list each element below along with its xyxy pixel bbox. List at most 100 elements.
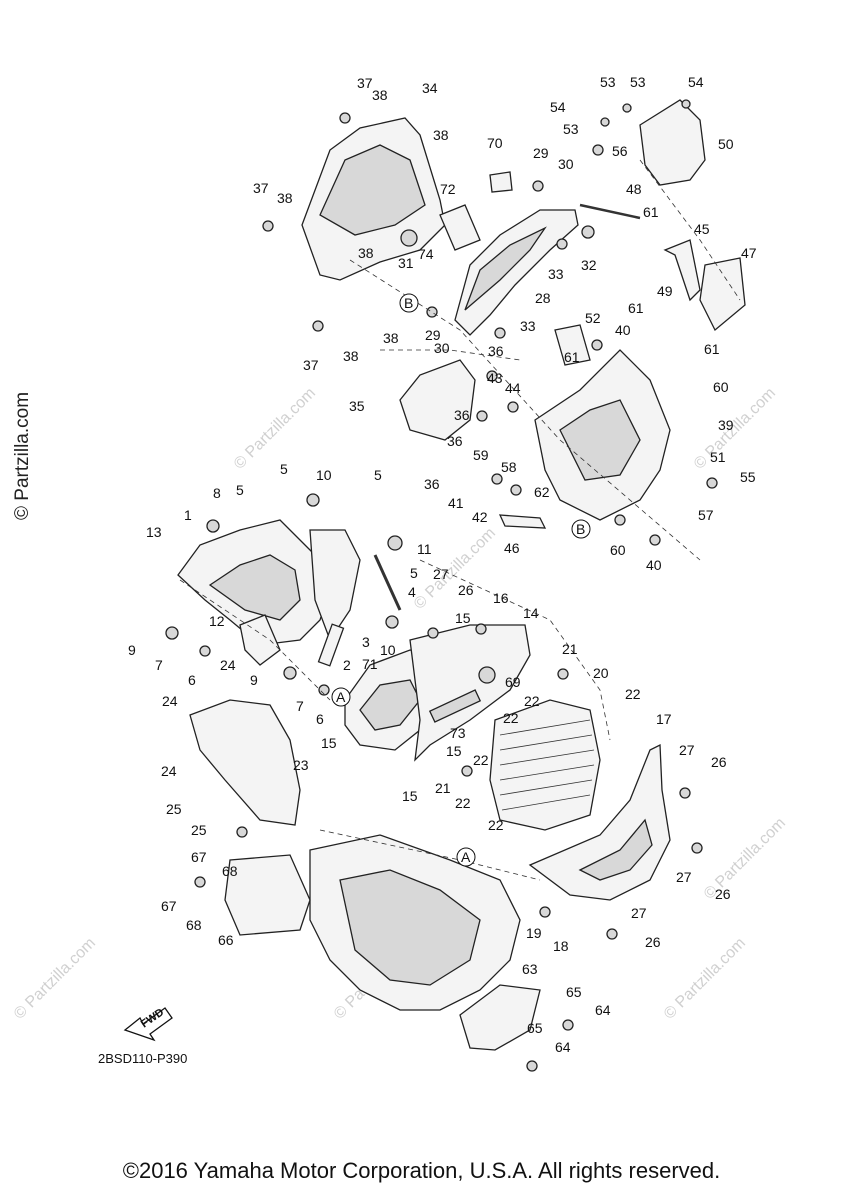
callout-32: 32 bbox=[581, 257, 597, 273]
callout-26: 26 bbox=[711, 754, 727, 770]
marker-b: B bbox=[576, 521, 585, 537]
copyright-notice: ©2016 Yamaha Motor Corporation, U.S.A. A… bbox=[122, 1158, 721, 1183]
callout-27: 27 bbox=[676, 869, 692, 885]
callout-40: 40 bbox=[646, 557, 662, 573]
callout-5: 5 bbox=[236, 482, 244, 498]
callout-25: 25 bbox=[166, 801, 182, 817]
callout-23: 23 bbox=[293, 757, 309, 773]
callout-52: 52 bbox=[585, 310, 601, 326]
callout-8: 8 bbox=[213, 485, 221, 501]
callout-63: 63 bbox=[522, 961, 538, 977]
side-cover bbox=[454, 209, 579, 336]
stay-4 bbox=[309, 529, 361, 642]
callout-49: 49 bbox=[657, 283, 673, 299]
callout-28: 28 bbox=[535, 290, 551, 306]
callout-29: 29 bbox=[425, 327, 441, 343]
callout-24: 24 bbox=[161, 763, 177, 779]
callout-14: 14 bbox=[523, 605, 539, 621]
callout-33: 33 bbox=[520, 318, 536, 334]
center-panel-recess bbox=[559, 399, 641, 481]
marker-b-circle bbox=[571, 519, 591, 539]
callout-38: 38 bbox=[358, 245, 374, 261]
callout-11: 11 bbox=[417, 541, 432, 557]
callout-72: 72 bbox=[440, 181, 456, 197]
reference-markers: B B A A bbox=[331, 293, 591, 867]
callout-31: 31 bbox=[398, 255, 414, 271]
callout-29: 29 bbox=[533, 145, 549, 161]
callout-60: 60 bbox=[713, 379, 729, 395]
upper-inner-panel-recess bbox=[319, 144, 426, 236]
callout-38: 38 bbox=[372, 87, 388, 103]
emblem-73 bbox=[428, 689, 482, 723]
callout-74: 74 bbox=[418, 246, 434, 262]
callout-67: 67 bbox=[161, 898, 177, 914]
callout-27: 27 bbox=[679, 742, 695, 758]
watermark-vertical: © Partzilla.com bbox=[12, 392, 33, 520]
callout-21: 21 bbox=[435, 780, 451, 796]
callout-58: 58 bbox=[501, 459, 517, 475]
watermark-tile: © Partzilla.com bbox=[231, 385, 319, 473]
part-12 bbox=[239, 614, 281, 666]
callout-53: 53 bbox=[600, 74, 616, 90]
lower-cover bbox=[189, 699, 301, 826]
lower-front-cowl-opening bbox=[578, 818, 653, 881]
callout-55: 55 bbox=[740, 469, 756, 485]
radiator-grill bbox=[489, 699, 601, 831]
callout-61: 61 bbox=[704, 341, 720, 357]
callout-34: 34 bbox=[422, 80, 438, 96]
callout-13: 13 bbox=[146, 524, 162, 540]
callout-48: 48 bbox=[626, 181, 642, 197]
callout-26: 26 bbox=[458, 582, 474, 598]
callout-27: 27 bbox=[433, 566, 449, 582]
callout-3: 3 bbox=[362, 634, 370, 650]
callout-2: 2 bbox=[343, 657, 351, 673]
fwd-arrow-icon: FWD bbox=[123, 1006, 173, 1042]
callout-6: 6 bbox=[316, 711, 324, 727]
callout-69: 69 bbox=[505, 674, 521, 690]
callout-36: 36 bbox=[488, 343, 504, 359]
callout-71: 71 bbox=[362, 656, 378, 672]
callout-16: 16 bbox=[493, 590, 509, 606]
panel-35 bbox=[399, 359, 476, 441]
left-inner-cover-ribs bbox=[208, 554, 301, 621]
callout-20: 20 bbox=[593, 665, 609, 681]
callout-38: 38 bbox=[433, 127, 449, 143]
marker-a: A bbox=[461, 849, 471, 865]
callout-26: 26 bbox=[715, 886, 731, 902]
callout-41: 41 bbox=[448, 495, 464, 511]
cover-63 bbox=[459, 984, 541, 1051]
callout-4: 4 bbox=[408, 584, 416, 600]
callout-35: 35 bbox=[349, 398, 365, 414]
callout-54: 54 bbox=[688, 74, 704, 90]
callout-24: 24 bbox=[162, 693, 178, 709]
callout-50: 50 bbox=[718, 136, 734, 152]
bolts bbox=[165, 99, 718, 1072]
callout-47: 47 bbox=[741, 245, 757, 261]
watermark-tile: © Partzilla.com bbox=[691, 385, 779, 473]
callout-68: 68 bbox=[222, 863, 238, 879]
callout-27: 27 bbox=[631, 905, 647, 921]
frame-inner bbox=[339, 869, 481, 986]
callout-10: 10 bbox=[380, 642, 396, 658]
callout-70: 70 bbox=[487, 135, 503, 151]
callout-22: 22 bbox=[455, 795, 471, 811]
callouts: 37 38 34 38 70 29 30 53 53 54 54 53 50 5… bbox=[128, 74, 757, 1055]
part-shapes bbox=[165, 99, 746, 1072]
callout-62: 62 bbox=[534, 484, 550, 500]
marker-b-circle bbox=[399, 293, 419, 313]
bracket-47 bbox=[699, 257, 746, 332]
rod-48 bbox=[579, 203, 641, 220]
callout-5: 5 bbox=[280, 461, 288, 477]
callout-37: 37 bbox=[357, 75, 373, 91]
callout-26: 26 bbox=[645, 934, 661, 950]
callout-36: 36 bbox=[454, 407, 470, 423]
callout-24: 24 bbox=[220, 657, 236, 673]
callout-5: 5 bbox=[374, 467, 382, 483]
callout-61: 61 bbox=[628, 300, 644, 316]
callout-64: 64 bbox=[555, 1039, 571, 1055]
rod-4 bbox=[373, 554, 402, 611]
watermark-tile: © Partzilla.com bbox=[11, 935, 99, 1023]
marker-b: B bbox=[404, 295, 413, 311]
watermark-tile: © Partzilla.com bbox=[661, 935, 749, 1023]
callout-36: 36 bbox=[424, 476, 440, 492]
